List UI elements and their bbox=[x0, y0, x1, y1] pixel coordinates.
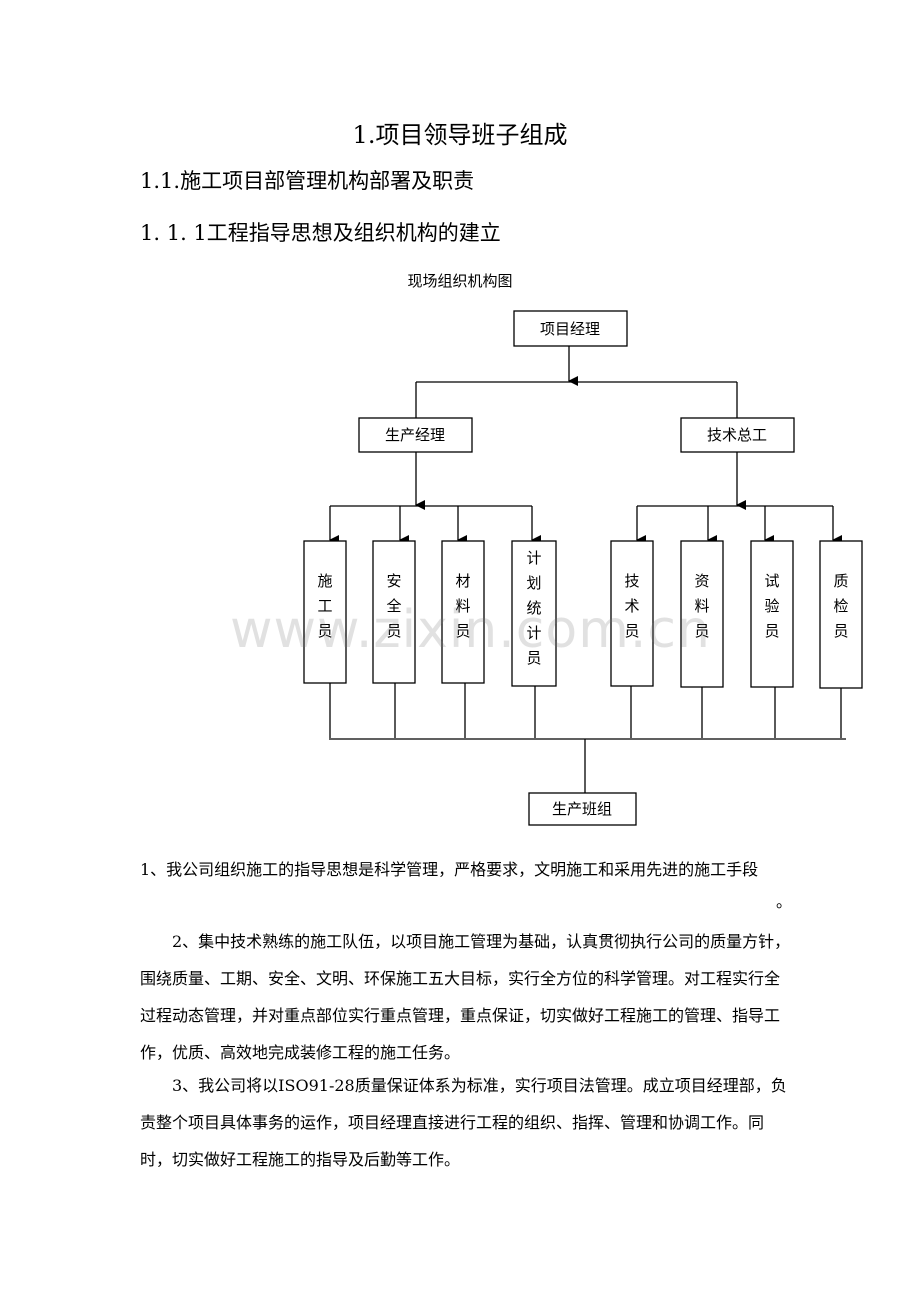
role-box-safety: 安全员 bbox=[372, 540, 416, 684]
role-label-safety: 安全员 bbox=[386, 572, 401, 640]
role-box-quality: 质检员 bbox=[819, 540, 863, 689]
paragraph-2: 2、集中技术熟练的施工队伍，以项目施工管理为基础，认真贯彻执行公司的质量方针，围… bbox=[140, 932, 791, 1062]
paragraph-1: 1、我公司组织施工的指导思想是科学管理，严格要求，文明施工和采用先进的施工手段 bbox=[140, 860, 759, 879]
role-label-constructor: 施工员 bbox=[317, 572, 332, 640]
role-box-technician: 技术员 bbox=[610, 540, 654, 687]
production-team-box: 生产班组 bbox=[528, 792, 637, 826]
role-box-planning: 计划统计员 bbox=[511, 540, 557, 687]
role-label-materials: 材料员 bbox=[455, 572, 470, 640]
role-label-documentation: 资料员 bbox=[694, 572, 709, 640]
org-chart-connectors bbox=[329, 346, 846, 793]
heading-2: 1.1.施工项目部管理机构部署及职责 bbox=[140, 169, 475, 193]
heading-1: 1.项目领导班子组成 bbox=[352, 121, 568, 149]
project-manager-box: 项目经理 bbox=[513, 310, 628, 347]
role-label-planning: 计划统计员 bbox=[526, 549, 541, 667]
role-label-quality: 质检员 bbox=[833, 572, 848, 640]
production-manager-label: 生产经理 bbox=[385, 426, 445, 444]
role-label-technician: 技术员 bbox=[624, 572, 639, 640]
watermark: www.zixin.com.cn bbox=[230, 600, 711, 660]
production-manager-box: 生产经理 bbox=[358, 417, 473, 453]
chief-engineer-label: 技术总工 bbox=[707, 426, 767, 444]
role-box-materials: 材料员 bbox=[441, 540, 485, 684]
role-box-documentation: 资料员 bbox=[680, 540, 724, 688]
chief-engineer-box: 技术总工 bbox=[680, 417, 795, 453]
diagram-caption: 现场组织机构图 bbox=[407, 272, 513, 290]
role-box-constructor: 施工员 bbox=[303, 540, 347, 684]
role-box-testing: 试验员 bbox=[750, 540, 794, 688]
paragraph-3: 3、我公司将以ISO91-28质量保证体系为标准，实行项目法管理。成立项目经理部… bbox=[140, 1076, 787, 1169]
project-manager-label: 项目经理 bbox=[540, 320, 600, 338]
paragraph-1-end: 。 bbox=[776, 892, 793, 911]
role-label-testing: 试验员 bbox=[764, 572, 779, 640]
production-team-label: 生产班组 bbox=[552, 800, 612, 818]
heading-3: 1. 1. 1工程指导思想及组织机构的建立 bbox=[140, 221, 501, 245]
